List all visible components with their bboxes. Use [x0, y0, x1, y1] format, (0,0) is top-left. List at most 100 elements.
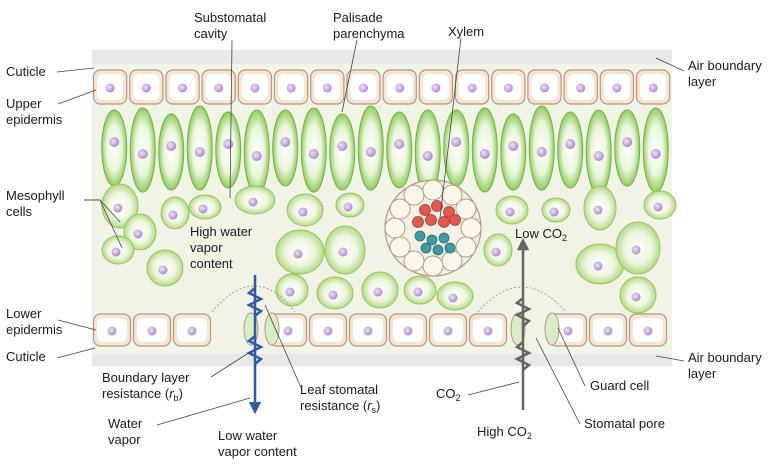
phloem-cell — [426, 234, 438, 246]
mesophyll-label-2: cells — [6, 204, 33, 219]
nucleus — [251, 151, 262, 161]
nucleus — [147, 326, 157, 336]
lower-epidermis-label-2: epidermis — [6, 322, 63, 337]
low-co2-text: Low CO — [515, 226, 562, 241]
leader-palisade — [341, 39, 358, 113]
palisade-label-2: parenchyma — [333, 26, 405, 41]
nucleus — [467, 83, 477, 93]
stomatal-resistance-close: ) — [376, 398, 380, 413]
palisade-cell — [443, 109, 470, 187]
nucleus — [137, 149, 148, 159]
air-boundary-lower-label-2: layer — [688, 366, 717, 381]
guard-cell — [264, 312, 280, 346]
water-vapor-pathway — [246, 275, 264, 415]
nucleus — [503, 83, 513, 93]
air-boundary-upper-label: Air boundary — [688, 58, 762, 73]
nucleus — [338, 247, 348, 257]
nucleus — [111, 247, 121, 257]
low-water-label: Low water — [218, 428, 278, 443]
vascular-bundle — [384, 179, 482, 277]
stomatal-resistance-subscript: s — [372, 405, 377, 415]
nucleus — [343, 202, 353, 212]
nucleus — [631, 245, 641, 255]
labels: Substomatal cavity Palisade parenchyma X… — [6, 10, 762, 459]
nucleus — [443, 326, 453, 336]
bundle-sheath-cells — [384, 179, 482, 277]
nucleus — [593, 205, 603, 215]
nucleus — [603, 326, 613, 336]
nucleus — [166, 141, 177, 151]
leader-co2 — [467, 381, 520, 396]
nucleus — [576, 83, 586, 93]
nucleus — [298, 207, 308, 217]
nucleus — [563, 326, 573, 336]
leader-air-boundary-lower — [655, 355, 685, 362]
low-co2-subscript: 2 — [562, 233, 567, 243]
mesophyll-cells — [101, 183, 677, 314]
nucleus — [549, 207, 559, 217]
palisade-cell — [158, 113, 185, 191]
water-vapor-label-2: vapor — [108, 432, 141, 447]
high-water-label: High water — [190, 224, 253, 239]
nucleus — [448, 293, 458, 303]
nucleus — [113, 203, 123, 213]
leader-boundary-resistance — [210, 351, 251, 378]
bundle-sheath-cell — [455, 236, 477, 258]
palisade-cell — [272, 109, 299, 187]
nucleus — [328, 290, 338, 300]
nucleus — [622, 137, 633, 147]
nucleus — [422, 151, 433, 161]
substomatal-cavity-label: Substomatal — [194, 10, 266, 25]
nucleus — [248, 197, 258, 207]
nucleus — [141, 83, 151, 93]
xylem-vessel — [431, 200, 443, 212]
upper-epidermis-label-2: epidermis — [6, 112, 63, 127]
xylem-vessels — [412, 200, 461, 228]
boundary-resistance-subscript: b — [174, 393, 179, 403]
nucleus — [365, 147, 376, 157]
leader-substomatal — [229, 39, 233, 199]
high-water-label-3: content — [190, 256, 233, 271]
lower-epidermis — [92, 312, 668, 347]
nucleus — [194, 147, 205, 157]
bundle-sheath-cell — [441, 250, 463, 272]
nucleus — [322, 83, 332, 93]
nucleus — [286, 83, 296, 93]
bundle-sheath-cell — [384, 217, 406, 239]
co2-stomatal-resistance-symbol — [514, 297, 532, 327]
leader-stomatal-resistance — [264, 304, 303, 391]
boundary-resistance-text: resistance ( — [102, 386, 170, 401]
phloem-cell — [438, 232, 450, 244]
nucleus — [643, 326, 653, 336]
nucleus — [653, 202, 663, 212]
nucleus — [308, 149, 319, 159]
nucleus — [593, 261, 603, 271]
stoma-left — [211, 285, 296, 313]
mesophyll-label: Mesophyll — [6, 188, 65, 203]
leader-cuticle-upper — [56, 67, 95, 73]
co2-subscript: 2 — [456, 393, 461, 403]
air-boundary-upper-label-2: layer — [688, 74, 717, 89]
air-boundary-lower-label: Air boundary — [688, 350, 762, 365]
phloem-cells — [414, 230, 456, 256]
cuticle-lower-label: Cuticle — [6, 349, 46, 364]
nucleus — [612, 83, 622, 93]
stomatal-pore-label: Stomatal pore — [584, 416, 665, 431]
leader-guard-cell — [557, 327, 586, 387]
leader-water-vapor — [156, 397, 251, 426]
nucleus — [168, 210, 178, 220]
leader-upper-epidermis — [57, 89, 97, 105]
nucleus — [109, 137, 120, 147]
palisade-cell — [215, 111, 242, 189]
bundle-sheath-cell — [441, 184, 463, 206]
low-co2-label: Low CO2 — [515, 226, 567, 243]
high-co2-subscript: 2 — [527, 431, 532, 441]
palisade-cell — [557, 111, 584, 189]
nucleus — [285, 287, 295, 297]
air-boundary-layer-upper — [92, 50, 672, 68]
nucleus — [223, 139, 234, 149]
guard-cell-label: Guard cell — [590, 378, 649, 393]
nucleus — [413, 287, 423, 297]
palisade-cell — [614, 109, 641, 187]
nucleus — [593, 151, 604, 161]
